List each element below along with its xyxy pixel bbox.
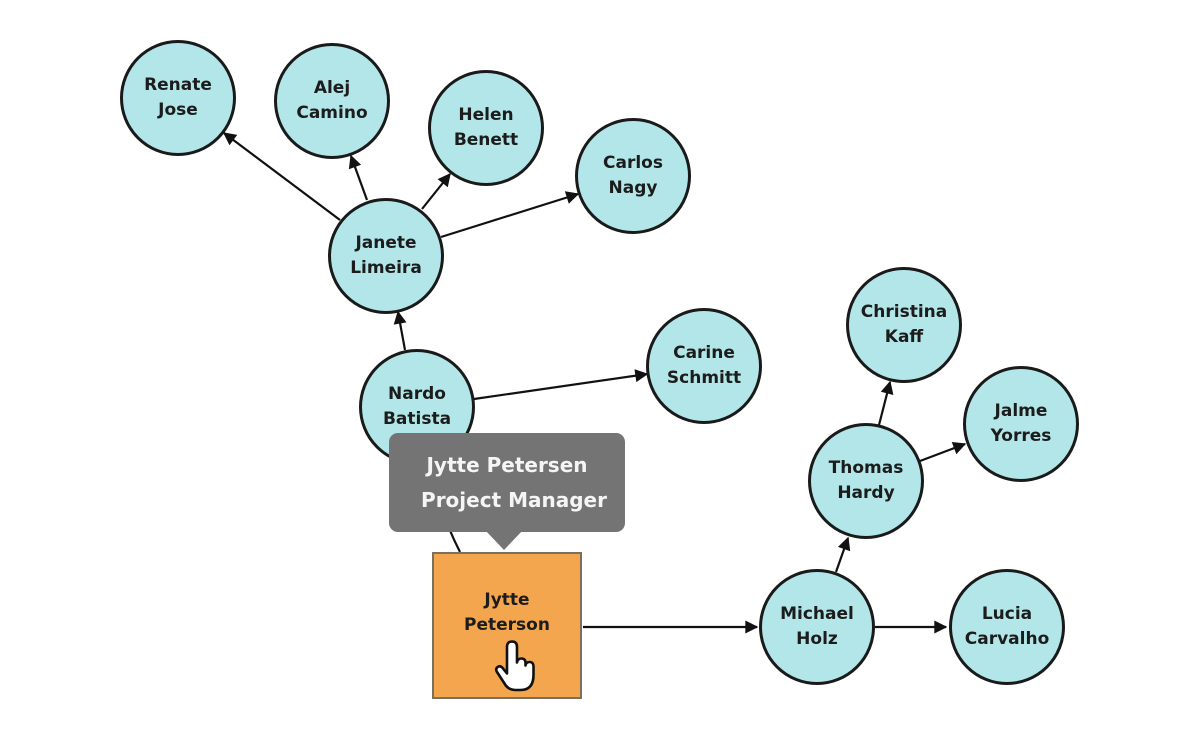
node-carine-schmitt[interactable]: Carine Schmitt (646, 308, 762, 424)
node-label: Jalme Yorres (990, 401, 1052, 446)
node-lucia-carvalho[interactable]: Lucia Carvalho (949, 569, 1065, 685)
node-tooltip: Jytte Petersen Project Manager (389, 433, 625, 550)
node-jytte-peterson[interactable]: Jytte Peterson (432, 552, 582, 699)
edge-thomas-jalme (919, 442, 967, 463)
node-michael-holz[interactable]: Michael Holz (759, 569, 875, 685)
edge-michael-thomas (834, 536, 851, 573)
node-label: Renate Jose (144, 75, 212, 120)
node-label: Alej Camino (296, 78, 368, 123)
node-label: Christina Kaff (860, 302, 948, 347)
node-label: Thomas Hardy (828, 458, 904, 503)
node-label: Nardo Batista (382, 384, 452, 429)
node-renate-jose[interactable]: Renate Jose (120, 40, 236, 156)
node-janete-limeira[interactable]: Janete Limeira (328, 198, 444, 314)
hand-pointer-cursor-icon (494, 640, 535, 692)
node-label: Carine Schmitt (666, 343, 742, 388)
edge-nardo-janete (393, 310, 407, 351)
node-carlos-nagy[interactable]: Carlos Nagy (575, 118, 691, 234)
edge-thomas-christina (877, 380, 894, 426)
node-thomas-hardy[interactable]: Thomas Hardy (808, 423, 924, 539)
edge-janete-carlos (440, 191, 580, 239)
node-label: Michael Holz (780, 604, 854, 649)
node-label: Carlos Nagy (603, 153, 663, 198)
node-label: Janete Limeira (350, 233, 422, 278)
tooltip-name: Jytte Petersen (426, 453, 588, 477)
edge-nardo-carine (473, 369, 649, 401)
node-label: Helen Benett (453, 105, 519, 150)
node-jalme-yorres[interactable]: Jalme Yorres (963, 366, 1079, 482)
tooltip-pointer (485, 530, 523, 550)
edge-janete-alej (348, 154, 369, 201)
node-helen-benett[interactable]: Helen Benett (428, 70, 544, 186)
node-label: Jytte Peterson (464, 589, 550, 635)
tooltip-role: Project Manager (421, 488, 607, 512)
edge-janete-helen (421, 172, 451, 210)
node-alej-camino[interactable]: Alej Camino (274, 43, 390, 159)
node-christina-kaff[interactable]: Christina Kaff (846, 267, 962, 383)
node-label: Lucia Carvalho (964, 604, 1050, 649)
